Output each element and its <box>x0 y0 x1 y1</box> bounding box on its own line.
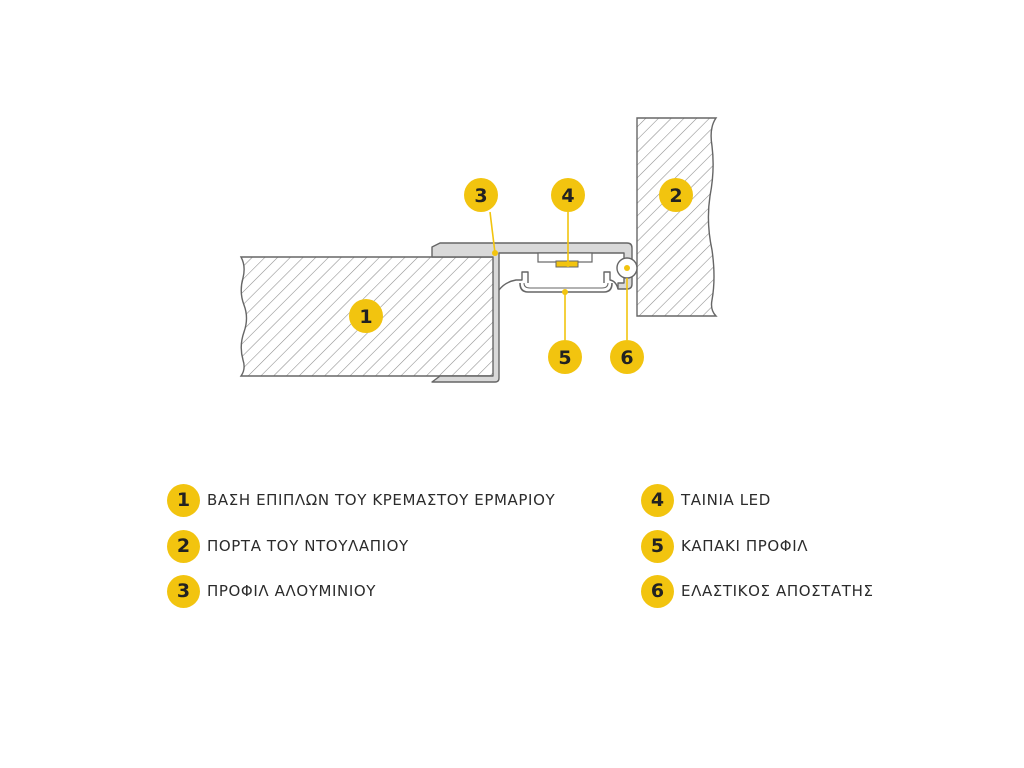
legend-item-profile-cover: 5 ΚΑΠΑΚΙ ΠΡΟΦΙΛ <box>641 529 808 563</box>
legend-item-led-strip: 4 ΤΑΙΝΙΑ LED <box>641 483 771 517</box>
legend-number-badge: 3 <box>167 574 200 608</box>
callout-5: 5 <box>548 340 582 374</box>
legend-label: ΚΑΠΑΚΙ ΠΡΟΦΙΛ <box>681 537 809 555</box>
callout-2-number: 2 <box>669 185 682 207</box>
legend-item-cabinet-base: 1 ΒΑΣΗ ΕΠΙΠΛΩΝ ΤΟΥ ΚΡΕΜΑΣΤΟΥ ΕΡΜΑΡΙΟΥ <box>167 483 555 517</box>
legend-label: ΒΑΣΗ ΕΠΙΠΛΩΝ ΤΟΥ ΚΡΕΜΑΣΤΟΥ ΕΡΜΑΡΙΟΥ <box>207 491 556 509</box>
callout-1: 1 <box>349 299 383 333</box>
legend-item-cupboard-door: 2 ΠΟΡΤΑ ΤΟΥ ΝΤΟΥΛΑΠΙΟΥ <box>167 529 409 563</box>
cupboard-door-panel <box>636 117 718 317</box>
legend-label: ΠΡΟΦΙΛ ΑΛΟΥΜΙΝΙΟΥ <box>207 582 377 600</box>
legend-number-badge: 6 <box>641 574 674 608</box>
callout-6: 6 <box>610 340 644 374</box>
callout-2: 2 <box>659 178 693 212</box>
legend-number-badge: 5 <box>641 529 674 563</box>
leader-lines <box>489 211 628 340</box>
led-strip <box>537 252 593 268</box>
legend-number-badge: 2 <box>167 529 200 563</box>
legend-item-rubber-spacer: 6 ΕΛΑΣΤΙΚΟΣ ΑΠΟΣΤΑΤΗΣ <box>641 574 874 608</box>
legend-item-aluminium-profile: 3 ΠΡΟΦΙΛ ΑΛΟΥΜΙΝΙΟΥ <box>167 574 376 608</box>
callout-3: 3 <box>464 178 498 212</box>
legend-number-badge: 4 <box>641 483 674 517</box>
leader-dots <box>492 250 630 295</box>
legend-label: ΕΛΑΣΤΙΚΟΣ ΑΠΟΣΤΑΤΗΣ <box>681 582 874 600</box>
callout-4: 4 <box>551 178 585 212</box>
legend-label: ΤΑΙΝΙΑ LED <box>681 491 771 509</box>
callout-5-number: 5 <box>558 347 571 369</box>
callout-6-number: 6 <box>620 347 633 369</box>
callout-3-number: 3 <box>474 185 487 207</box>
legend-number-badge: 1 <box>167 483 200 517</box>
legend-label: ΠΟΡΤΑ ΤΟΥ ΝΤΟΥΛΑΠΙΟΥ <box>207 537 409 555</box>
callout-1-number: 1 <box>359 306 372 328</box>
callout-4-number: 4 <box>561 185 574 207</box>
